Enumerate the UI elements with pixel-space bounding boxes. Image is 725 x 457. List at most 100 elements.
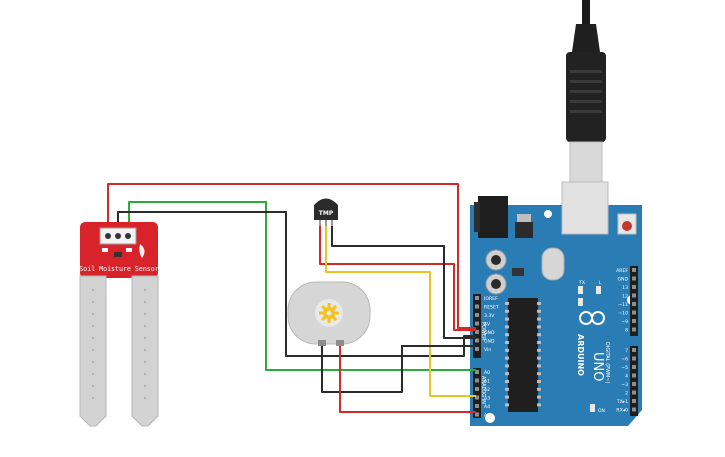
header-pin[interactable] (632, 327, 636, 332)
power-header[interactable] (473, 294, 481, 358)
header-pin[interactable] (475, 387, 479, 391)
on-led-label: ON (598, 408, 605, 414)
header-pin[interactable] (475, 370, 479, 374)
chip-pin (505, 348, 509, 352)
tmp-body (314, 198, 338, 220)
wire-soil-gnd-black[interactable] (117, 211, 476, 357)
pin-label: AREF (616, 268, 628, 274)
pin-label: A0 (484, 370, 490, 376)
wire-tmp-signal-yellow[interactable] (325, 224, 476, 397)
prong-trace-dot (143, 384, 147, 388)
prong-trace-dot (91, 384, 95, 388)
usb-plug-body (566, 52, 606, 142)
pin-label: RESET (484, 305, 499, 311)
header-pin[interactable] (475, 404, 479, 408)
usb-grip-line (570, 70, 602, 73)
chip-pin (537, 333, 541, 337)
reset-button-cap (622, 221, 632, 231)
header-pin[interactable] (475, 338, 479, 343)
header-pin[interactable] (475, 395, 479, 400)
header-pin[interactable] (632, 390, 636, 395)
header-pin[interactable] (632, 399, 636, 403)
header-pin[interactable] (632, 285, 636, 289)
pin-label: GND (484, 339, 495, 345)
digital-header-label: DIGITAL (PWM~) (604, 342, 610, 384)
header-pin[interactable] (632, 365, 636, 369)
chip-pin (537, 317, 541, 321)
dc-motor[interactable] (287, 281, 371, 346)
sensor-pin-vcc[interactable] (105, 233, 111, 239)
l-led (596, 286, 601, 294)
chip-pin (537, 356, 541, 360)
prong-trace-dot (91, 348, 95, 352)
header-pin[interactable] (632, 382, 636, 386)
motor-terminal[interactable] (336, 340, 344, 346)
regulator-tab (517, 214, 531, 222)
header-pin[interactable] (475, 347, 479, 351)
header-pin[interactable] (632, 276, 636, 281)
prong-trace-dot (143, 312, 147, 316)
digital-header-bottom[interactable] (630, 346, 638, 416)
prong-trace-dot (143, 360, 147, 364)
sensor-pin-gnd[interactable] (115, 233, 121, 239)
sensor-pin-sig[interactable] (125, 233, 131, 239)
usb-grip-line (570, 110, 602, 113)
usb-strain-relief (572, 24, 600, 52)
wire-tmp-vcc-red[interactable] (319, 224, 476, 331)
pin-label: RX◂0 (616, 408, 628, 414)
temperature-sensor-tmp36[interactable]: TMP (314, 198, 338, 227)
arduino-board[interactable]: TX L ON ARDUINO UNO DIGITAL (PWM~) POWER… (470, 181, 642, 426)
chip-pin (537, 302, 541, 305)
header-pin[interactable] (632, 310, 636, 315)
pin-label: 7 (625, 348, 628, 354)
mounting-hole (485, 413, 495, 423)
header-pin[interactable] (475, 412, 479, 417)
chip-pin (537, 348, 541, 352)
smd-transistor (114, 252, 122, 257)
wire-soil-vcc-red[interactable] (107, 183, 476, 329)
wire-motor-red[interactable] (339, 342, 476, 413)
analog-header-label: ANALOG IN (480, 376, 486, 404)
prong-trace-dot (91, 288, 95, 292)
header-pin[interactable] (632, 293, 636, 298)
header-pin[interactable] (475, 296, 479, 300)
header-pin[interactable] (632, 348, 636, 352)
rx-led (578, 298, 583, 306)
tx-led-label: TX (578, 280, 585, 286)
chip-pin (505, 309, 509, 313)
analog-header[interactable] (473, 368, 481, 418)
header-pin[interactable] (632, 373, 636, 378)
motor-terminal[interactable] (318, 340, 326, 346)
soil-moisture-sensor[interactable]: Soil Moisture Sensor (79, 222, 159, 427)
header-pin[interactable] (632, 268, 636, 272)
soil-sensor-label: Soil Moisture Sensor (79, 265, 158, 273)
chip-pin (537, 325, 541, 329)
dc-power-jack (478, 196, 508, 238)
mounting-hole (544, 210, 552, 218)
header-pin[interactable] (632, 302, 636, 306)
wire-motor-black[interactable] (321, 342, 476, 393)
wire-tmp-gnd-black[interactable] (331, 224, 476, 339)
header-pin[interactable] (632, 407, 636, 412)
header-pin[interactable] (475, 378, 479, 383)
header-pin[interactable] (632, 356, 636, 361)
pin-label: TX▸1 (616, 399, 628, 405)
header-pin[interactable] (475, 313, 479, 317)
header-pin[interactable] (475, 321, 479, 326)
board-pcb (470, 205, 642, 426)
power-header-label: POWER (480, 322, 486, 341)
prong-trace-dot (91, 372, 95, 376)
header-pin[interactable] (632, 319, 636, 323)
header-pin[interactable] (475, 304, 479, 309)
pin-label: ~9 (621, 319, 628, 325)
pin-label: A4 (484, 404, 490, 410)
atmega-chip (508, 298, 538, 412)
header-pin[interactable] (475, 330, 479, 334)
smd-resistor (126, 248, 132, 252)
digital-header-top[interactable] (630, 266, 638, 336)
tx-led (578, 286, 583, 294)
pin-label: A1 (484, 379, 490, 385)
